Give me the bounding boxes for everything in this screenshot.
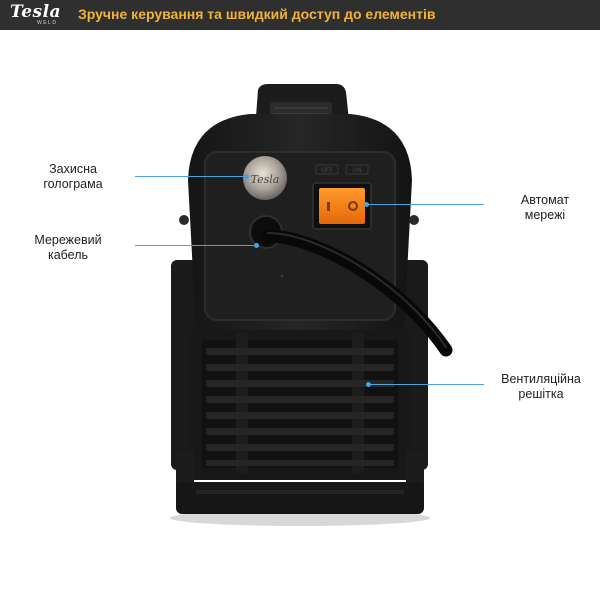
logo-sub: WELD (37, 20, 58, 26)
power-cable-highlight (267, 232, 447, 348)
hologram-text: Tesla (251, 173, 280, 186)
leader-dot-hologram (244, 174, 249, 179)
leader-line-vent (369, 384, 484, 385)
base-plate (176, 482, 424, 514)
logo-word: Tesla (10, 2, 62, 22)
callout-switch: Автомат мережі (520, 193, 570, 222)
callout-hologram: Захисна голограма (43, 162, 103, 191)
switch-glyph-i (327, 202, 330, 211)
leader-line-switch (367, 204, 484, 205)
power-cable (261, 229, 453, 357)
callout-cable: Мережевий кабель (34, 233, 102, 262)
switch-mark-on-frame (345, 164, 369, 175)
left-screw (179, 215, 189, 225)
leader-line-cable (135, 245, 257, 246)
tesla-weld-logo: Tesla WELD (10, 2, 66, 28)
welder-back-view: Tesla OFF ON (170, 84, 453, 526)
callout-vent: Вентиляційна решітка (501, 372, 581, 401)
vent-well (202, 340, 398, 468)
leader-dot-cable (254, 243, 259, 248)
leader-dot-vent (366, 382, 371, 387)
switch-label-on: ON (352, 167, 361, 174)
page-title: Зручне керування та швидкий доступ до ел… (78, 6, 436, 22)
switch-label-off: OFF (321, 167, 333, 174)
ventilation-grille (206, 348, 394, 466)
switch-mark-off-frame (315, 164, 339, 175)
switch-glyph-o (348, 201, 358, 211)
right-screw (409, 215, 419, 225)
panel-dot (280, 274, 284, 278)
product-stage: Tesla OFF ON (0, 30, 600, 600)
header-bar: Tesla WELD Зручне керування та швидкий д… (0, 0, 600, 30)
leader-dot-switch (364, 202, 369, 207)
power-switch[interactable] (319, 188, 365, 224)
base-ridge (196, 490, 404, 494)
hologram-sticker (243, 156, 287, 200)
leader-line-hologram (135, 176, 247, 177)
